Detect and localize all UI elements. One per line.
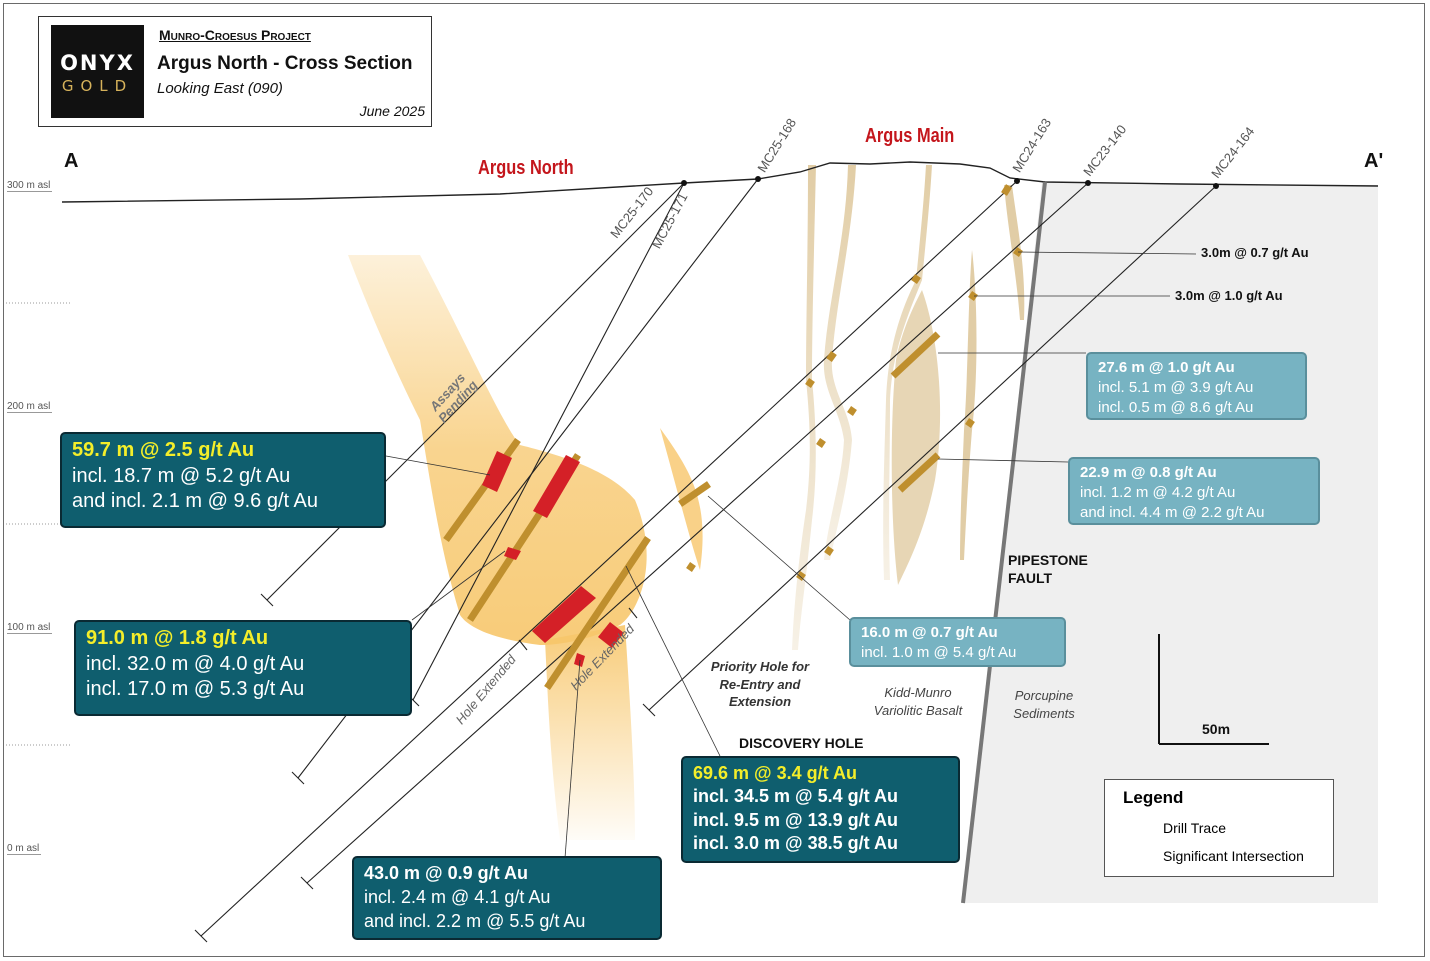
argus-main-vein-3 xyxy=(883,165,932,580)
collar-markers xyxy=(681,176,1219,189)
porcupine-unit-label: Porcupine Sediments xyxy=(1013,688,1075,721)
area-argus-main: Argus Main xyxy=(865,125,955,147)
intersection-mc24-163-vein xyxy=(890,331,941,379)
argus-main-vein-2 xyxy=(823,165,856,560)
scale-bar xyxy=(1158,634,1269,745)
argus-main-vein-4 xyxy=(960,250,977,560)
title-block: ONYX GOLD Munro-Croesus Project Argus No… xyxy=(38,16,432,127)
intercept-box-main-3: 16.0 m @ 0.7 g/t Au incl. 1.0 m @ 5.4 g/… xyxy=(849,617,1066,667)
page-title: Argus North - Cross Section xyxy=(157,53,413,74)
intersection-mc24-163-main xyxy=(544,536,651,690)
drill-trace-mc23-140 xyxy=(306,182,1089,884)
elevation-200: 200 m asl xyxy=(7,401,53,413)
high-grade-3 xyxy=(504,547,521,560)
intercept-box-main-2: 22.9 m @ 0.8 g/t Au incl. 1.2 m @ 4.2 g/… xyxy=(1068,457,1320,525)
intercept-small-2: 3.0m @ 1.0 g/t Au xyxy=(1175,288,1283,303)
map-frame xyxy=(3,3,1425,957)
drill-trace-mc24-163 xyxy=(200,180,1018,937)
elevation-100: 100 m asl xyxy=(7,622,53,634)
high-grade-1 xyxy=(482,451,512,492)
intercept-box-mc25-170: 59.7 m @ 2.5 g/t Au incl. 18.7 m @ 5.2 g… xyxy=(60,432,386,528)
drill-trace-mc24-164 xyxy=(648,185,1217,711)
high-grade-4 xyxy=(532,586,596,643)
elevation-0: 0 m asl xyxy=(7,843,42,855)
argus-north-envelope xyxy=(348,255,647,645)
pipestone-fault-label: PIPESTONE FAULT xyxy=(1008,552,1088,587)
drill-trace-mc25-170 xyxy=(266,182,685,601)
priority-hole-note: Priority Hole for Re-Entry and Extension xyxy=(710,659,810,710)
pipestone-fault-line xyxy=(961,181,1047,904)
intersection-mc24-164 xyxy=(897,452,941,493)
intercept-box-main-1: 27.6 m @ 1.0 g/t Au incl. 5.1 m @ 3.9 g/… xyxy=(1086,352,1307,420)
area-argus-north: Argus North xyxy=(478,157,574,179)
discovery-hole-label: DISCOVERY HOLE xyxy=(739,735,864,751)
high-grade-6 xyxy=(574,653,585,667)
leader-lines xyxy=(385,251,1197,859)
high-grade-5 xyxy=(598,622,624,648)
project-name: Munro-Croesus Project xyxy=(159,27,311,43)
argus-north-plunge xyxy=(545,625,635,840)
drill-trace-mc25-171-a xyxy=(412,182,685,701)
section-end-a: A xyxy=(64,150,79,172)
view-direction: Looking East (090) xyxy=(157,80,283,97)
section-end-a-prime: A' xyxy=(1364,150,1384,172)
legend-title: Legend xyxy=(1123,788,1184,807)
map-date: June 2025 xyxy=(359,103,425,119)
legend-significant-intersection: Significant Intersection xyxy=(1163,848,1304,864)
intersection-mc24-163-lens xyxy=(678,481,711,507)
kidd-munro-unit-label: Kidd-Munro Variolitic Basalt xyxy=(873,685,963,718)
high-grade-2 xyxy=(533,455,580,518)
scale-bar-label: 50m xyxy=(1202,721,1231,737)
intercept-box-mc23-140: 43.0 m @ 0.9 g/t Au incl. 2.4 m @ 4.1 g/… xyxy=(352,856,662,940)
topography-line xyxy=(61,161,1379,203)
elevation-300: 300 m asl xyxy=(7,180,53,192)
argus-main-vein-1 xyxy=(792,165,816,650)
gold-intersections xyxy=(443,184,1023,690)
intercept-box-discovery: 69.6 m @ 3.4 g/t Au incl. 34.5 m @ 5.4 g… xyxy=(681,756,960,863)
onyx-gold-logo: ONYX GOLD xyxy=(51,25,144,118)
legend-drill-trace: Drill Trace xyxy=(1163,820,1227,836)
high-grade-intersections xyxy=(482,451,624,667)
intercept-box-mc25-168: 91.0 m @ 1.8 g/t Au incl. 32.0 m @ 4.0 g… xyxy=(74,620,412,716)
legend: Legend Drill Trace Significant Intersect… xyxy=(1104,779,1334,877)
intercept-small-1: 3.0m @ 0.7 g/t Au xyxy=(1201,245,1309,260)
